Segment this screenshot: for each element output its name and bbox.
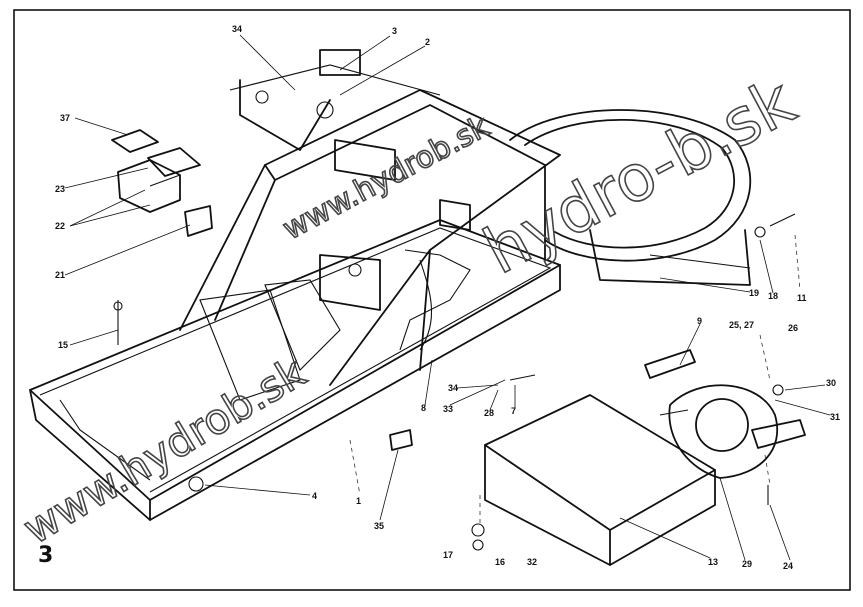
callout-34-mid: 34: [448, 383, 458, 393]
callout-35: 35: [374, 521, 384, 531]
callout-31: 31: [830, 412, 840, 422]
callout-25-27: 25, 27: [729, 320, 754, 330]
callout-23: 23: [55, 184, 65, 194]
callout-13: 13: [708, 557, 718, 567]
fasteners: [113, 213, 796, 551]
callout-7: 7: [511, 406, 516, 416]
callout-30: 30: [826, 378, 836, 388]
callout-28: 28: [484, 408, 494, 418]
watermark: hydro-b.sk www.hydrob.sk www.hydrob.sk: [14, 64, 807, 554]
callout-16: 16: [495, 557, 505, 567]
callout-29: 29: [742, 559, 752, 569]
watermark-large: hydro-b.sk: [473, 65, 807, 289]
callout-8: 8: [421, 403, 426, 413]
callout-2: 2: [425, 37, 430, 47]
tower-frame: [179, 49, 561, 386]
shelf-assembly: [111, 129, 213, 237]
ring-mount: [509, 109, 752, 286]
callout-17: 17: [443, 550, 453, 560]
flange-plate: [644, 349, 806, 479]
callout-24: 24: [783, 561, 793, 571]
callout-22: 22: [55, 221, 65, 231]
callout-11: 11: [797, 293, 807, 303]
callout-32: 32: [527, 557, 537, 567]
assembly-guides: [349, 234, 801, 525]
leader-lines: [64, 34, 831, 561]
callout-3: 3: [392, 26, 397, 36]
callout-4: 4: [312, 491, 317, 501]
page-border: [13, 9, 851, 591]
callout-15: 15: [58, 340, 68, 350]
callout-26: 26: [788, 323, 798, 333]
callout-37: 37: [60, 113, 70, 123]
callout-33: 33: [443, 404, 453, 414]
main-frame: [29, 219, 561, 521]
callout-1: 1: [356, 496, 361, 506]
callout-18: 18: [768, 291, 778, 301]
callout-9: 9: [697, 316, 702, 326]
callout-21: 21: [55, 270, 65, 280]
page-number: 3: [38, 543, 53, 568]
callout-34-top: 34: [232, 24, 242, 34]
callout-labels: 34 3 2 37 23 22 21 15 4 35 1 8 34 33 28 …: [55, 24, 840, 571]
callout-19: 19: [749, 288, 759, 298]
battery-box: [484, 394, 716, 566]
